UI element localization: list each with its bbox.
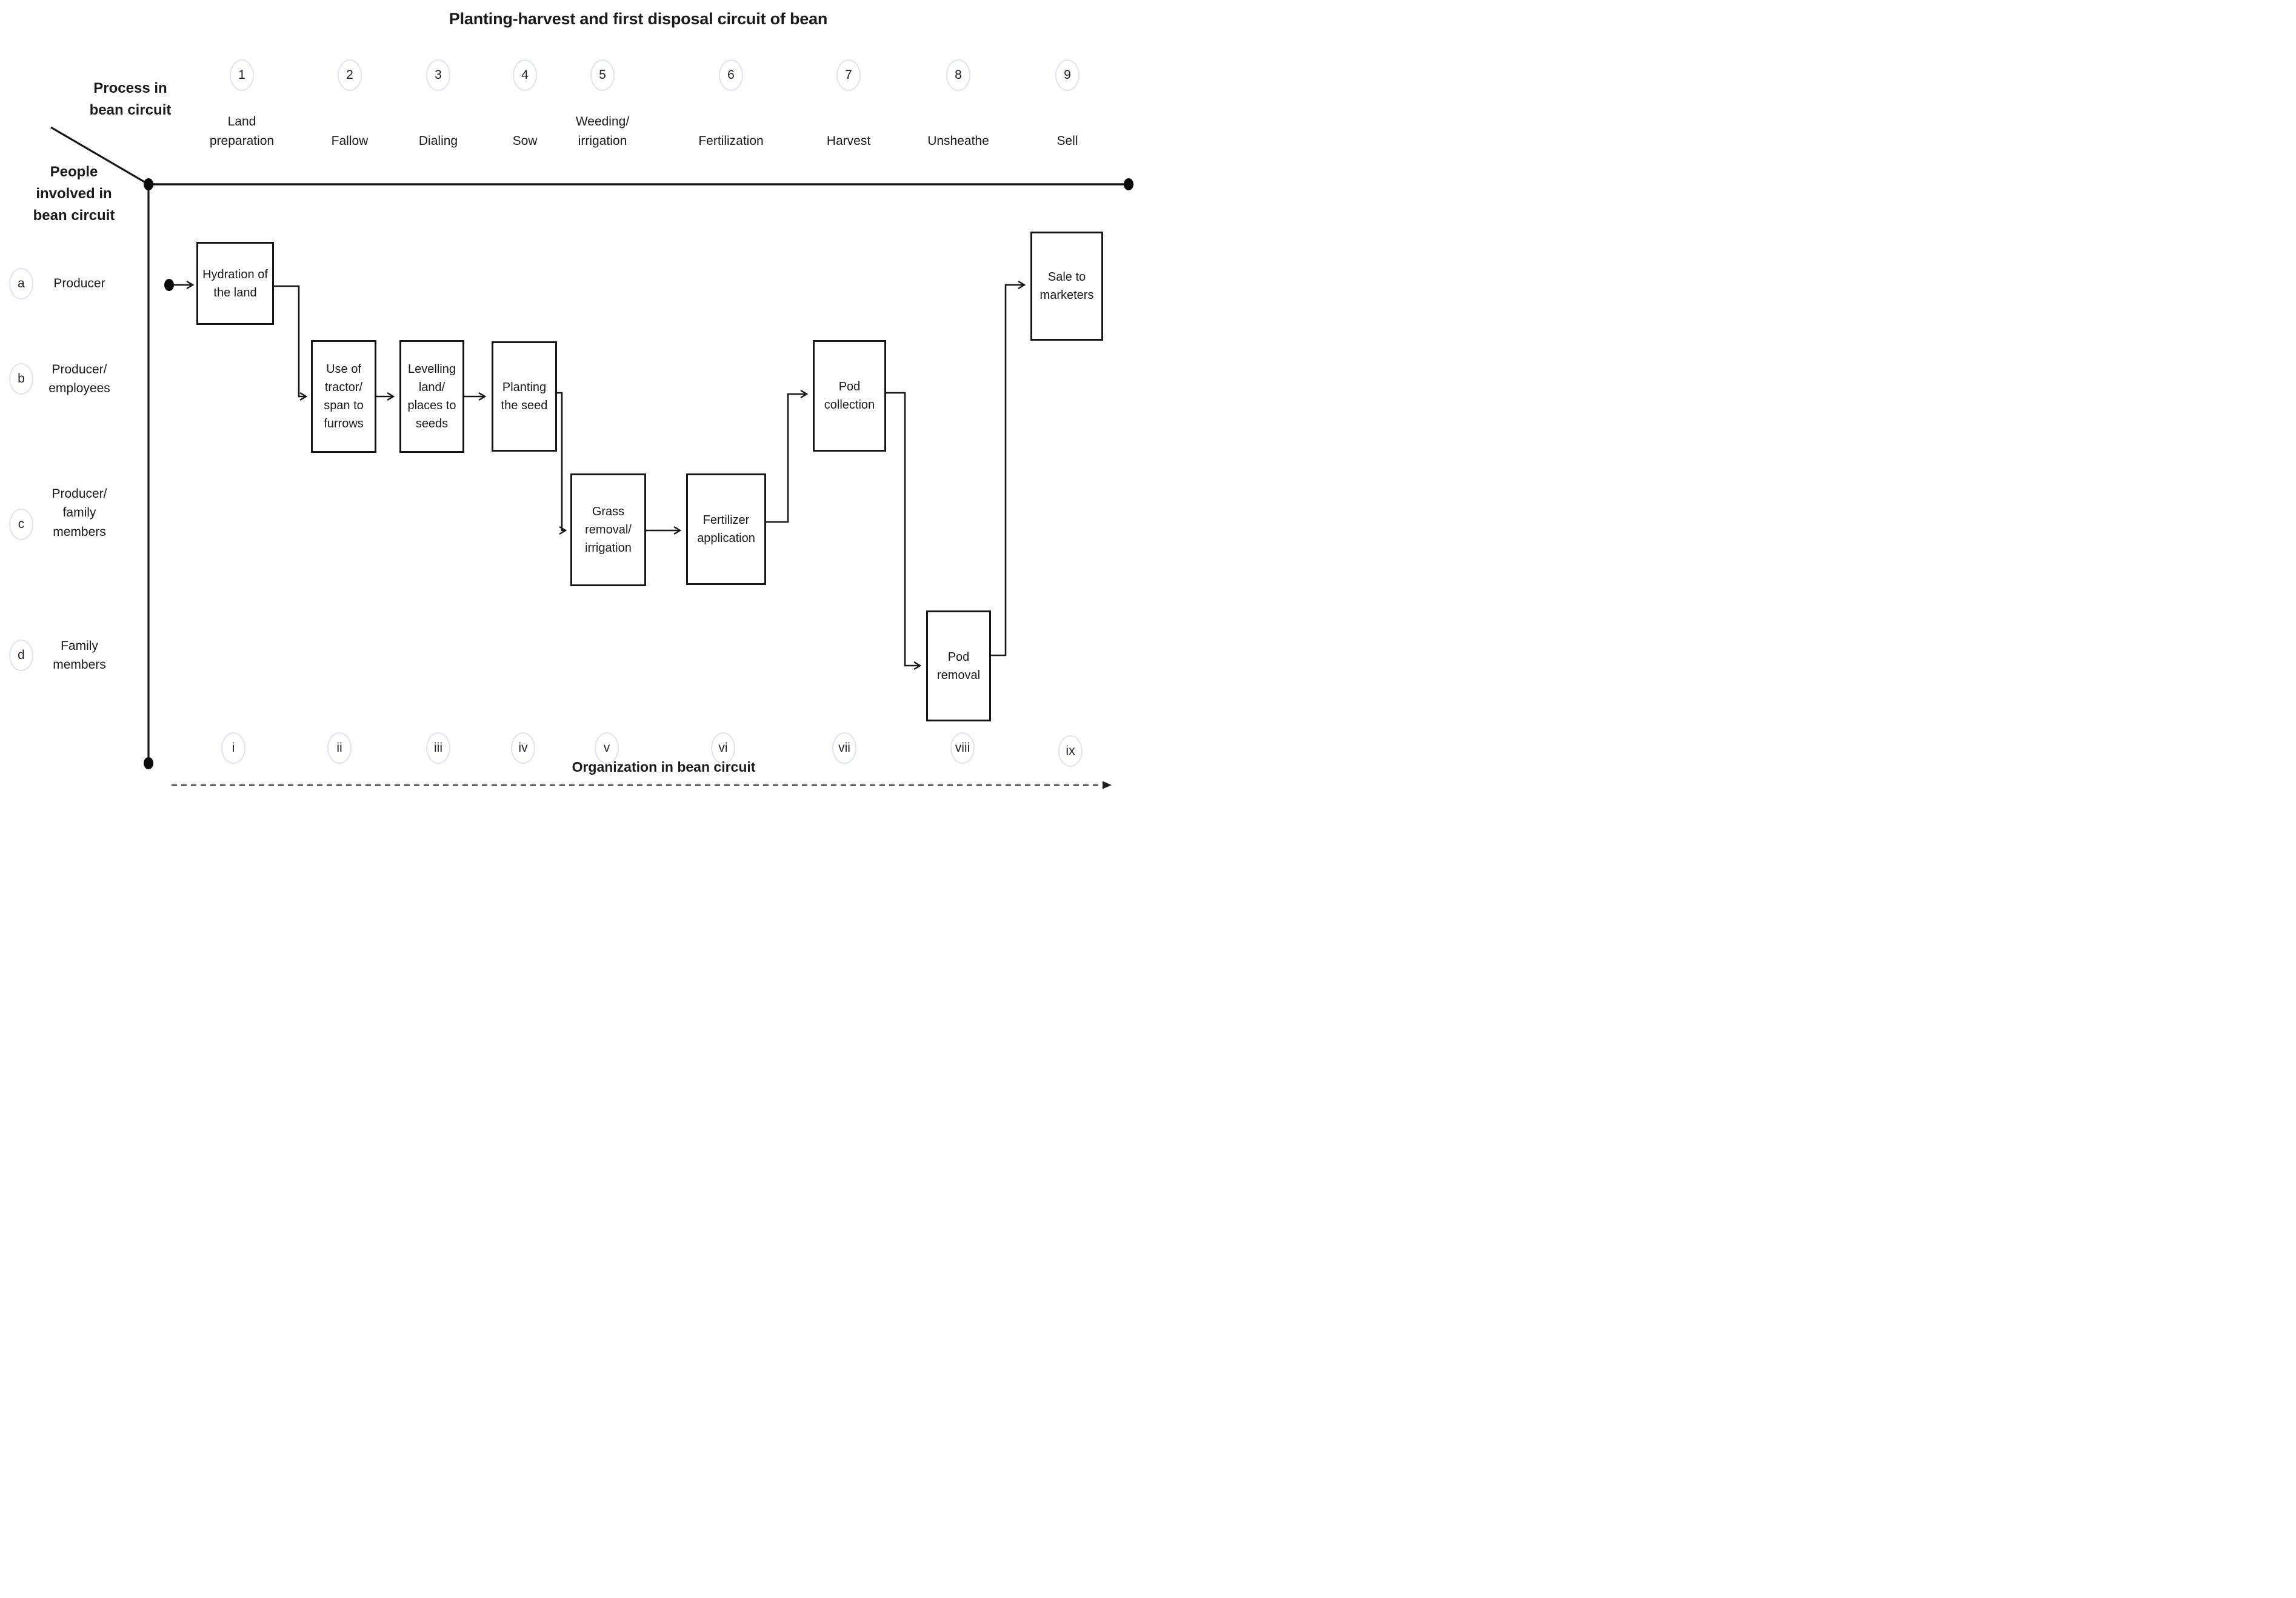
axis-right-end-dot bbox=[1124, 178, 1133, 190]
axis-bottom-end-dot bbox=[144, 757, 153, 769]
organization-step-circle: iv bbox=[511, 732, 535, 764]
process-step-label: Land preparation bbox=[209, 114, 275, 149]
organization-step-circle: i bbox=[221, 732, 245, 764]
process-step-label: Fallow bbox=[331, 134, 369, 149]
connector-fertilizer-to-pod-collection bbox=[766, 394, 807, 523]
process-step-number: 1 bbox=[238, 68, 245, 82]
process-step-number: 9 bbox=[1064, 68, 1071, 82]
organization-step-circle: vi bbox=[711, 732, 735, 764]
organization-step-numeral: ii bbox=[336, 741, 342, 755]
process-step-label: Unsheathe bbox=[927, 134, 989, 149]
organization-step-circle: vii bbox=[832, 732, 856, 764]
activity-box-hydration: Hydration of the land bbox=[196, 242, 274, 325]
connector-planting-to-grass bbox=[557, 392, 566, 530]
process-step-label: Fertilization bbox=[698, 134, 764, 149]
people-row-letter: b bbox=[18, 372, 25, 386]
process-step-number-circle: 2 bbox=[338, 59, 362, 91]
process-step-number-circle: 4 bbox=[513, 59, 537, 91]
process-axis-label: Process in bean circuit bbox=[89, 80, 172, 118]
connector-layer bbox=[50, 126, 1133, 789]
axis-origin-dot bbox=[144, 178, 153, 190]
activity-box-pod-removal: Pod removal bbox=[926, 610, 991, 721]
organization-step-numeral: v bbox=[603, 741, 610, 755]
activity-box-grass-removal: Grass removal/ irrigation bbox=[570, 473, 646, 586]
people-row-letter-circle: b bbox=[9, 363, 33, 395]
connector-pod-removal-to-sale bbox=[991, 285, 1024, 657]
flow-start-dot bbox=[164, 279, 174, 291]
people-row-label: Producer/ family members bbox=[52, 486, 107, 539]
organization-step-circle: viii bbox=[950, 732, 975, 764]
organization-step-numeral: ix bbox=[1066, 744, 1075, 758]
connector-hydration-to-tractor bbox=[274, 285, 306, 396]
organization-step-circle: iii bbox=[426, 732, 450, 764]
organization-step-circle: ii bbox=[327, 732, 352, 764]
organization-axis-label: Organization in bean circuit bbox=[572, 759, 756, 775]
activity-box-sale: Sale to marketers bbox=[1030, 232, 1103, 341]
activity-box-planting: Planting the seed bbox=[492, 341, 557, 452]
people-axis-label: People involved in bean circuit bbox=[33, 164, 115, 224]
organization-step-numeral: i bbox=[232, 741, 235, 755]
people-row-letter: a bbox=[18, 276, 25, 290]
process-step-number: 6 bbox=[727, 68, 735, 82]
organization-step-numeral: vi bbox=[718, 741, 728, 755]
process-step-number-circle: 5 bbox=[590, 59, 615, 91]
diagram-title: Planting-harvest and first disposal circ… bbox=[449, 10, 828, 28]
activity-box-pod-collection: Pod collection bbox=[813, 340, 886, 452]
process-step-number: 3 bbox=[435, 68, 442, 82]
process-step-number: 8 bbox=[955, 68, 962, 82]
process-step-number-circle: 9 bbox=[1055, 59, 1080, 91]
people-row-letter-circle: a bbox=[9, 268, 33, 299]
process-step-label: Sell bbox=[1056, 134, 1078, 149]
activity-box-levelling: Levelling land/ places to seeds bbox=[399, 340, 464, 453]
people-row-letter-circle: d bbox=[9, 640, 33, 671]
activity-box-fertilizer: Fertilizer application bbox=[686, 473, 766, 585]
process-step-label: Sow bbox=[512, 134, 538, 149]
organization-step-numeral: iii bbox=[434, 741, 442, 755]
people-row-label: Family members bbox=[53, 638, 106, 672]
people-row-letter-circle: c bbox=[9, 509, 33, 540]
organization-step-numeral: iv bbox=[518, 741, 528, 755]
process-step-label: Dialing bbox=[418, 134, 458, 149]
organization-step-circle: v bbox=[595, 732, 619, 764]
process-step-number: 7 bbox=[845, 68, 852, 82]
people-row-label: Producer bbox=[53, 276, 105, 291]
people-row-label: Producer/ employees bbox=[48, 362, 110, 396]
flow-diagram: Planting-harvest and first disposal circ… bbox=[0, 0, 1148, 799]
people-row-letter: c bbox=[18, 517, 25, 531]
process-step-number-circle: 7 bbox=[836, 59, 861, 91]
process-step-number-circle: 8 bbox=[946, 59, 970, 91]
axis-diagonal-line bbox=[50, 126, 149, 186]
organization-step-numeral: vii bbox=[838, 741, 850, 755]
connector-pod-collection-to-pod-removal bbox=[886, 392, 920, 666]
process-step-number: 4 bbox=[521, 68, 529, 82]
organization-step-numeral: viii bbox=[955, 741, 970, 755]
people-row-letter: d bbox=[18, 648, 25, 662]
process-step-number: 2 bbox=[346, 68, 353, 82]
process-step-label: Harvest bbox=[826, 134, 871, 149]
process-step-number-circle: 6 bbox=[719, 59, 743, 91]
process-step-number-circle: 3 bbox=[426, 59, 450, 91]
process-step-label: Weeding/ irrigation bbox=[575, 114, 630, 149]
activity-box-tractor: Use of tractor/ span to furrows bbox=[311, 340, 376, 453]
organization-step-circle: ix bbox=[1058, 735, 1083, 767]
process-step-number: 5 bbox=[599, 68, 606, 82]
process-step-number-circle: 1 bbox=[230, 59, 254, 91]
